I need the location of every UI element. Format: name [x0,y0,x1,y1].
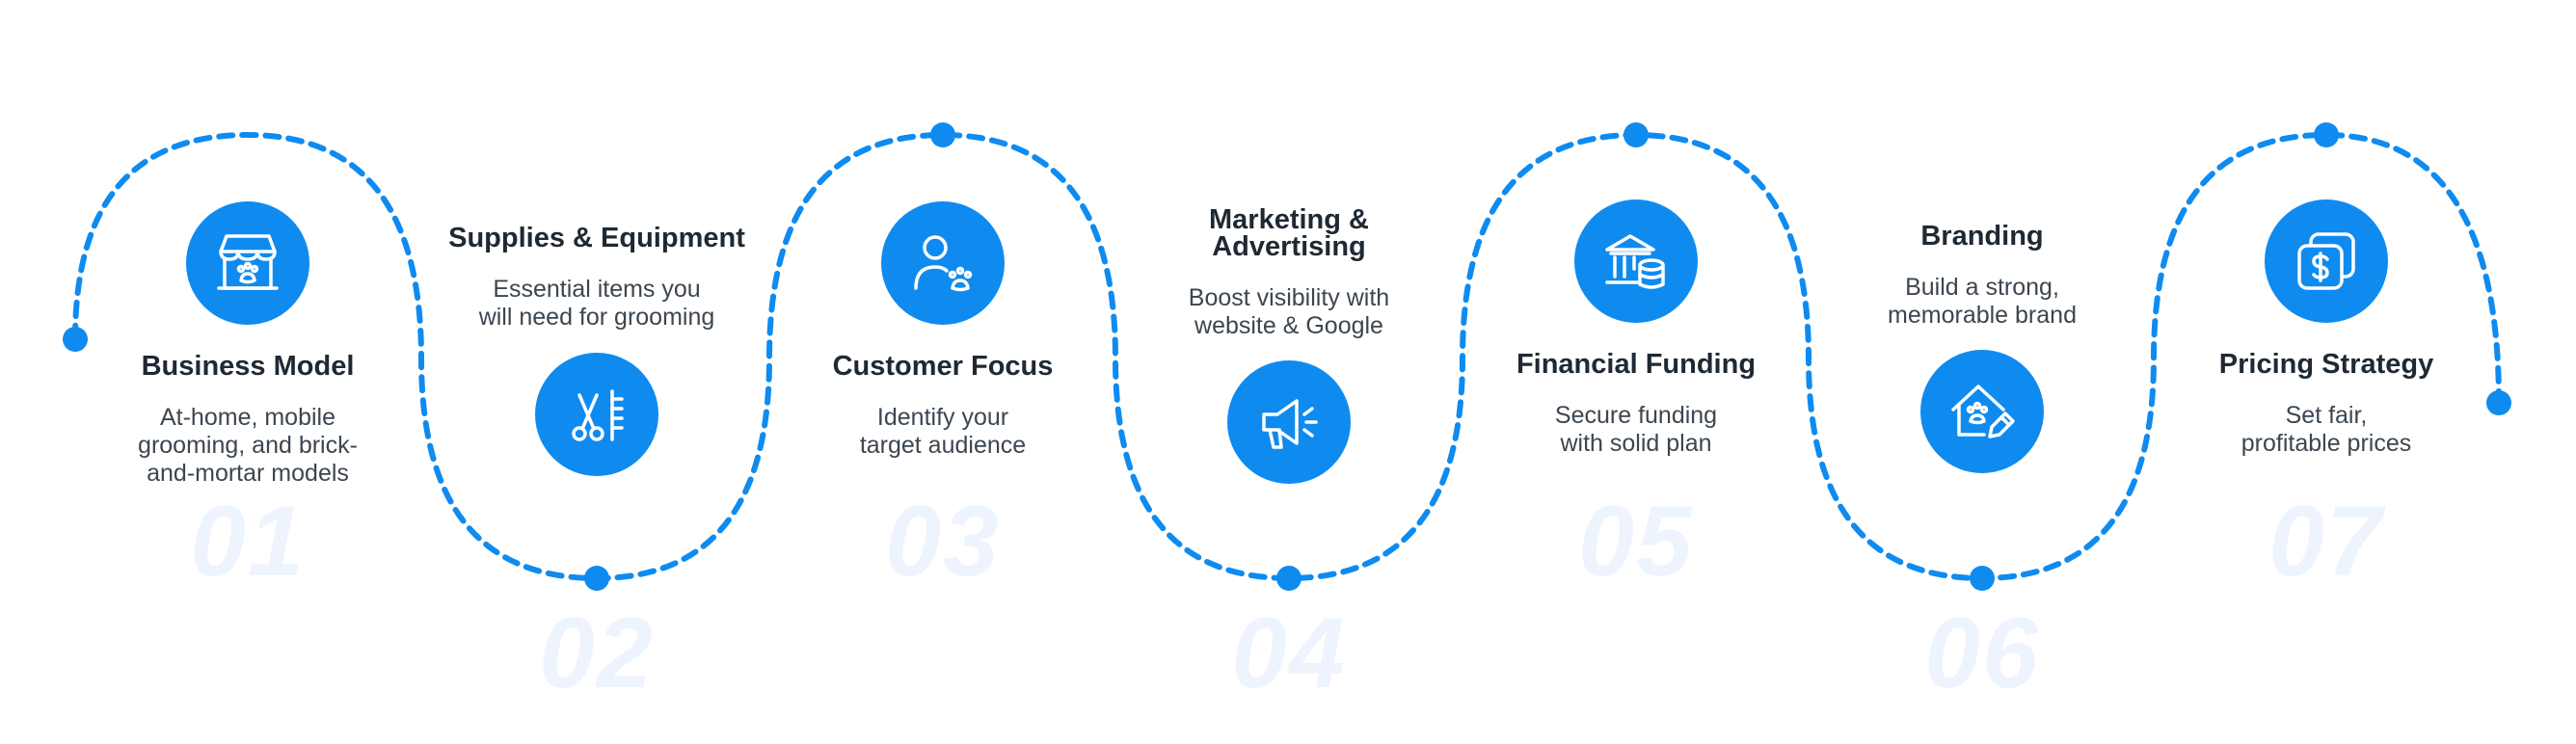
connector-dot [1276,566,1301,591]
step-description-line: Set fair, [2285,402,2368,429]
step-title: Financial Funding [1516,349,1757,380]
step-description-line: Boost visibility with [1188,284,1390,311]
scissors-comb-icon [572,389,624,441]
step-number: 05 [1578,486,1694,598]
step-description-line: grooming, and brick- [138,432,358,459]
step-title: Supplies & Equipment [448,223,745,253]
connector-dot [1970,566,1995,591]
step-icon-circle [1920,350,2044,473]
step-description-line: Identify your [876,404,1009,431]
connector-dot [2314,122,2339,147]
storefront-paw-icon [217,234,279,290]
step-title: Customer Focus [832,351,1054,382]
step-number: 03 [885,486,1001,598]
step-icon-circle [1574,199,1698,323]
connector-dot [2486,390,2511,415]
price-tag-dollar-icon [2297,232,2355,290]
step-icon-circle [881,201,1005,325]
bank-coins-icon [1605,234,1665,289]
step-description-line: Secure funding [1554,402,1718,429]
connector-dot [63,327,88,352]
step-title: Marketing & [1209,204,1369,235]
step-description-line: Essential items you [493,276,701,303]
step-title: Pricing Strategy [2218,349,2434,380]
step-number: 01 [190,486,306,598]
connector-dot [584,566,609,591]
step-description-line: with solid plan [1560,430,1712,457]
step-description-line: At-home, mobile [159,404,336,431]
step-title: Business Model [141,351,355,382]
connector-dot [930,122,955,147]
step-number: 06 [1924,598,2040,709]
connector-dot [1623,122,1649,147]
step-number: 04 [1231,598,1347,709]
step-description-line: will need for grooming [478,304,715,331]
megaphone-icon [1262,399,1318,449]
step-icon-circle [186,201,309,325]
step-title: Advertising [1212,231,1366,262]
step-description-line: and-mortar models [147,460,349,487]
step-description-line: profitable prices [2241,430,2412,457]
step-description-line: Build a strong, [1905,274,2059,301]
step-icon-circle [2265,199,2388,323]
step-icon-circle [1227,360,1351,484]
person-paw-icon [914,235,973,292]
step-title: Branding [1920,221,2044,252]
house-paw-pencil-icon [1951,385,2015,438]
step-description-line: website & Google [1194,312,1383,339]
step-number: 02 [539,598,655,709]
step-number: 07 [2268,486,2384,598]
step-description-line: target audience [859,432,1027,459]
step-icon-circle [535,353,658,476]
step-description-line: memorable brand [1888,302,2077,329]
